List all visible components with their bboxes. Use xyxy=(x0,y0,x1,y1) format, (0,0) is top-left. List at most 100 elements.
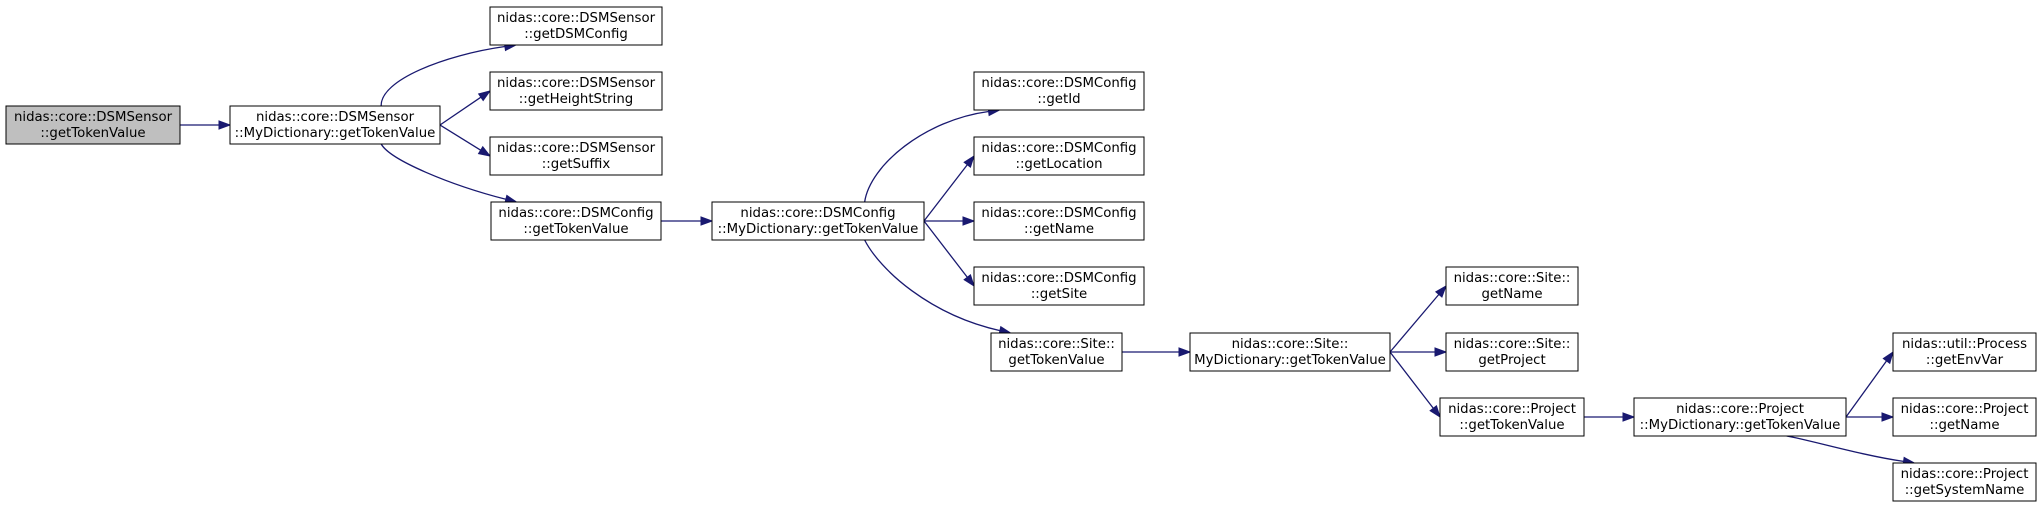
edge-arrowhead xyxy=(1881,412,1895,422)
node-box[interactable] xyxy=(489,6,663,46)
node-label-line2: ::getId xyxy=(1037,92,1080,107)
node-box[interactable] xyxy=(489,71,663,111)
node-label-line2: getTokenValue xyxy=(1008,353,1104,368)
node-label-line1: nidas::core::DSMSensor xyxy=(497,76,656,91)
node-label-line1: nidas::core::DSMConfig xyxy=(981,141,1136,156)
node-label-line1: nidas::core::Site:: xyxy=(1454,271,1571,286)
graph-node[interactable]: nidas::core::Site::getName xyxy=(1445,266,1579,306)
graph-edge xyxy=(1786,435,1916,466)
edge-line xyxy=(380,45,505,107)
edge-arrowhead xyxy=(1434,284,1447,298)
node-box[interactable] xyxy=(973,136,1145,176)
graph-node[interactable]: nidas::core::Project::MyDictionary::getT… xyxy=(1633,397,1847,437)
edge-line xyxy=(864,239,1001,332)
graph-node[interactable]: nidas::core::DSMConfig::MyDictionary::ge… xyxy=(711,201,925,241)
node-box[interactable] xyxy=(973,201,1145,241)
graph-node[interactable]: nidas::core::DSMConfig::getTokenValue xyxy=(490,201,662,241)
node-label-line2: ::getSuffix xyxy=(542,157,611,172)
edge-line xyxy=(1389,351,1434,409)
node-box[interactable] xyxy=(229,105,441,145)
node-label-line1: nidas::core::DSMConfig xyxy=(498,206,653,221)
graph-node[interactable]: nidas::core::DSMConfig::getId xyxy=(973,71,1145,111)
node-label-line2: ::getSystemName xyxy=(1905,483,2025,498)
node-label-line2: getProject xyxy=(1478,353,1545,368)
graph-edge xyxy=(380,143,518,204)
node-box[interactable] xyxy=(711,201,925,241)
graph-node[interactable]: nidas::core::DSMSensor::getDSMConfig xyxy=(489,6,663,46)
graph-edge xyxy=(1845,350,1894,418)
node-label-line1: nidas::core::Site:: xyxy=(1232,337,1349,352)
graph-node[interactable]: nidas::core::DSMConfig::getSite xyxy=(973,266,1145,306)
node-box[interactable] xyxy=(1892,462,2037,502)
node-label-line1: nidas::core::DSMSensor xyxy=(497,11,656,26)
node-box[interactable] xyxy=(1633,397,1847,437)
node-label-line1: nidas::core::Site:: xyxy=(1454,337,1571,352)
edge-arrowhead xyxy=(1622,412,1636,422)
node-label-line1: nidas::core::DSMConfig xyxy=(981,271,1136,286)
node-label-line1: nidas::core::Project xyxy=(1901,467,2029,482)
graph-node[interactable]: nidas::core::Project::getSystemName xyxy=(1892,462,2037,502)
edge-arrowhead xyxy=(1429,405,1441,419)
edge-arrowhead xyxy=(1178,347,1192,357)
edge-arrowhead xyxy=(700,216,714,226)
node-label-line2: ::getName xyxy=(1929,418,1999,433)
graph-edge xyxy=(661,216,714,226)
node-box[interactable] xyxy=(1189,332,1391,372)
node-label-line2: ::MyDictionary::getTokenValue xyxy=(235,126,436,141)
node-label-line2: ::getSite xyxy=(1031,287,1087,302)
node-box[interactable] xyxy=(1892,332,2037,372)
graph-node[interactable]: nidas::core::DSMSensor::MyDictionary::ge… xyxy=(229,105,441,145)
node-label-line1: nidas::core::DSMConfig xyxy=(740,206,895,221)
graph-node[interactable]: nidas::core::Site::getTokenValue xyxy=(990,332,1123,372)
graph-edge xyxy=(1584,412,1636,422)
edge-arrowhead xyxy=(218,120,232,130)
node-box[interactable] xyxy=(973,71,1145,111)
edge-line xyxy=(923,220,968,278)
graph-node[interactable]: nidas::core::DSMConfig::getName xyxy=(973,201,1145,241)
edge-arrowhead xyxy=(963,274,975,288)
node-label-line2: ::getHeightString xyxy=(519,92,633,107)
graph-edge xyxy=(439,90,492,126)
node-box[interactable] xyxy=(1445,266,1579,306)
node-box[interactable] xyxy=(489,136,663,176)
graph-node[interactable]: nidas::core::DSMSensor::getSuffix xyxy=(489,136,663,176)
node-label-line2: ::getName xyxy=(1024,222,1094,237)
node-label-line1: nidas::core::DSMSensor xyxy=(256,110,415,125)
edge-arrowhead xyxy=(963,154,975,168)
node-label-line2: getName xyxy=(1481,287,1542,302)
graph-node[interactable]: nidas::core::DSMSensor::getHeightString xyxy=(489,71,663,111)
node-label-line2: ::MyDictionary::getTokenValue xyxy=(1640,418,1841,433)
node-label-line2: ::getEnvVar xyxy=(1926,353,2004,368)
node-label-line2: ::getTokenValue xyxy=(1459,418,1564,433)
edge-arrowhead xyxy=(477,145,492,157)
edge-line xyxy=(439,124,481,151)
graph-node[interactable]: nidas::core::Site::getProject xyxy=(1445,332,1579,372)
graph-edge xyxy=(1389,351,1441,419)
edge-line xyxy=(439,96,482,126)
node-label-line2: ::getTokenValue xyxy=(523,222,628,237)
node-label-line1: nidas::core::Project xyxy=(1901,402,2029,417)
node-label-line2: MyDictionary::getTokenValue xyxy=(1194,353,1386,368)
node-box[interactable] xyxy=(1892,397,2037,437)
node-label-line1: nidas::core::Project xyxy=(1676,402,1804,417)
graph-node[interactable]: nidas::core::DSMConfig::getLocation xyxy=(973,136,1145,176)
graph-edge xyxy=(1846,412,1895,422)
graph-node[interactable]: nidas::util::Process::getEnvVar xyxy=(1892,332,2037,372)
node-box[interactable] xyxy=(1445,332,1579,372)
node-layer: nidas::core::DSMSensor::getTokenValuenid… xyxy=(5,6,2037,502)
node-box[interactable] xyxy=(990,332,1123,372)
node-label-line2: ::getDSMConfig xyxy=(524,27,628,42)
graph-edge xyxy=(439,124,492,157)
node-box[interactable] xyxy=(490,201,662,241)
node-label-line2: ::MyDictionary::getTokenValue xyxy=(718,222,919,237)
graph-node[interactable]: nidas::core::Site::MyDictionary::getToke… xyxy=(1189,332,1391,372)
graph-node[interactable]: nidas::core::Project::getTokenValue xyxy=(1439,397,1585,437)
node-box[interactable] xyxy=(973,266,1145,306)
edge-line xyxy=(1845,360,1888,418)
node-label-line1: nidas::util::Process xyxy=(1902,337,2027,352)
node-box[interactable] xyxy=(1439,397,1585,437)
graph-edge xyxy=(1389,284,1447,353)
graph-node[interactable]: nidas::core::Project::getName xyxy=(1892,397,2037,437)
node-box xyxy=(5,105,181,145)
graph-edge xyxy=(924,216,976,226)
